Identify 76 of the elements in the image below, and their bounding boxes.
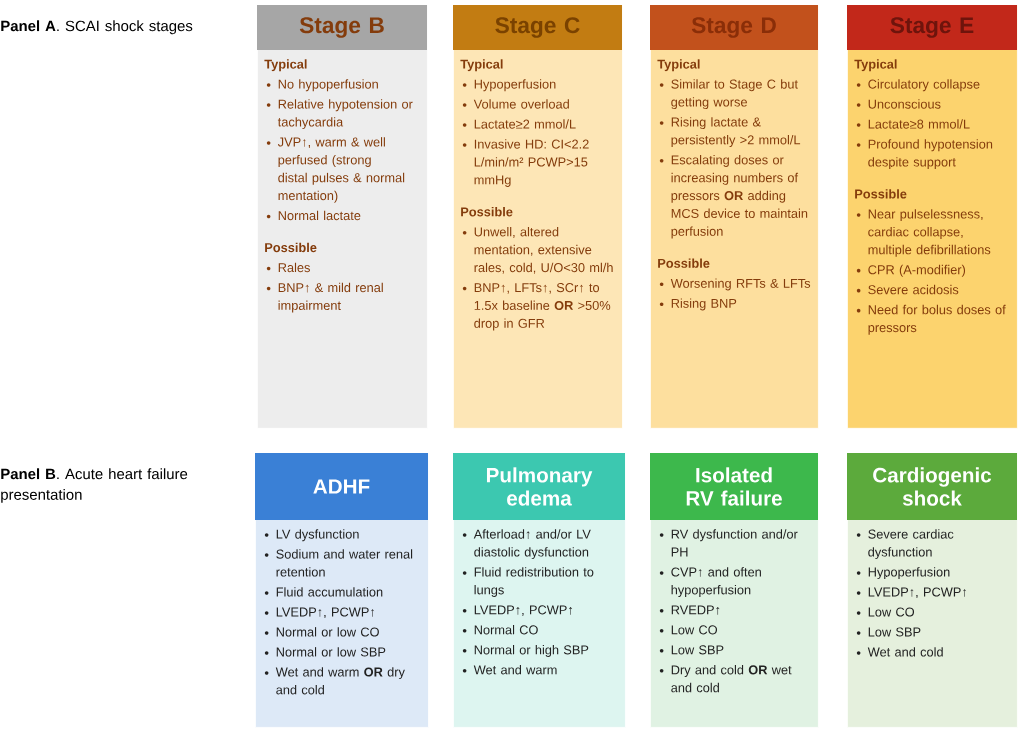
bullet-item: LVEDP↑, PCWP↑	[462, 605, 573, 616]
bullet-item: Lactate≥2 mmol/L	[462, 119, 576, 129]
bullet-item: RVEDP↑	[659, 605, 720, 615]
panel-label: Panel A. SCAI shock stages	[1, 20, 193, 35]
bullet-item: Worsening RFTs & LFTs	[659, 278, 811, 291]
bullet-item: Normal or high SBP	[462, 645, 589, 657]
bullet-item: Escalating doses or increasing numbers of pressors OR adding MCS device to maintain perfusion	[659, 155, 808, 239]
card-heading: Stage C	[495, 17, 580, 38]
bullet-item: Profound hypotension despite support	[856, 139, 993, 170]
bullet-item: Low SBP	[856, 627, 921, 637]
section-heading: Typical	[264, 59, 307, 72]
card-heading: Stage D	[691, 17, 776, 38]
bullet-item: Rales	[266, 262, 310, 273]
bullet-item: Lactate≥8 mmol/L	[856, 119, 970, 129]
card-heading: Pulmonary edema	[487, 467, 593, 506]
bullet-item: Similar to Stage C but getting worse	[659, 79, 798, 110]
section-heading: Typical	[460, 59, 503, 72]
bullet-item: Wet and warm	[462, 665, 557, 675]
bullet-item: CVP↑ and often hypoperfusion	[659, 567, 761, 597]
bullet-item: CPR (A-modifier)	[856, 264, 966, 277]
bullet-item: Hypoperfusion	[462, 79, 556, 92]
bullet-item: BNP↑ & mild renal impairment	[266, 282, 383, 313]
bullet-item: Dry and cold OR wet and cold	[659, 665, 792, 693]
bullet-item: No hypoperfusion	[266, 79, 378, 92]
bullet-item: Relative hypotension or tachycardia	[266, 99, 413, 130]
info-card	[453, 453, 626, 728]
bullet-item: Fluid accumulation	[264, 587, 383, 597]
bullet-item: LVEDP↑, PCWP↑	[264, 607, 375, 619]
bullet-item: Unconscious	[856, 99, 941, 109]
bullet-item: Normal CO	[462, 625, 538, 635]
bullet-item: Sodium and water renal retention	[264, 549, 413, 577]
bullet-item: Hypoperfusion	[856, 567, 950, 580]
info-card	[453, 5, 623, 429]
panel-label: Panel B. Acute heart failure presentation	[1, 468, 188, 503]
info-card	[847, 5, 1018, 429]
card-heading: Cardiogenic shock	[873, 467, 992, 506]
bullet-item: Low CO	[856, 607, 915, 617]
bullet-item: LV dysfunction	[264, 529, 359, 542]
section-heading: Possible	[658, 258, 710, 268]
bullet-item: Normal or low CO	[264, 627, 379, 637]
card-heading: ADHF	[313, 479, 370, 494]
section-heading: Possible	[461, 207, 513, 217]
bullet-item: LVEDP↑, PCWP↑	[856, 587, 967, 599]
bullet-item: Low CO	[659, 625, 718, 635]
info-card	[650, 453, 819, 728]
bullet-item: Volume overload	[462, 99, 569, 109]
info-card	[255, 453, 429, 728]
bullet-item: BNP↑, LFTs↑, SCr↑ to 1.5x baseline OR >50% drop in GFR	[462, 283, 611, 331]
bullet-item: Rising lactate & persistently >2 mmol/L	[659, 117, 801, 147]
info-card	[650, 5, 819, 429]
bullet-item: Need for bolus doses of pressors	[856, 304, 1006, 335]
bullet-item: Unwell, altered mentation, extensive rales, cold, U/O<30 ml/h	[462, 227, 613, 274]
bullet-item: Low SBP	[659, 645, 724, 655]
info-card	[847, 453, 1018, 728]
bullet-item: Severe acidosis	[856, 284, 959, 295]
bullet-item: Invasive HD: CI<2.2 L/min/m² PCWP>15 mmHg	[462, 139, 589, 187]
bullet-item: Rising BNP	[659, 298, 737, 311]
bullet-item: Severe cardiac dysfunction	[856, 529, 954, 560]
bullet-item: RV dysfunction and/or PH	[659, 529, 798, 557]
section-heading: Possible	[855, 189, 907, 199]
bullet-item: Near pulselessness, cardiac collapse, multiple defibrillations	[856, 209, 991, 257]
card-heading: Isolated RV failure	[686, 467, 782, 506]
bullet-item: Wet and cold	[856, 647, 943, 657]
section-heading: Possible	[265, 242, 317, 253]
bullet-item: Wet and warm OR dry and cold	[264, 667, 405, 695]
bullet-item: Normal lactate	[266, 210, 361, 221]
bullet-item: Normal or low SBP	[264, 647, 386, 657]
section-heading: Typical	[657, 59, 700, 72]
bullet-item: Circulatory collapse	[856, 79, 980, 92]
bullet-item: Afterload↑ and/or LV diastolic dysfunction	[462, 529, 591, 560]
info-card	[257, 5, 428, 429]
bullet-item: JVP↑, warm & well perfused (strong distal pulses & normal mentation)	[266, 137, 405, 203]
section-heading: Typical	[854, 59, 897, 72]
card-heading: Stage E	[890, 17, 974, 38]
bullet-item: Fluid redistribution to lungs	[462, 567, 594, 597]
card-heading: Stage B	[299, 17, 384, 38]
